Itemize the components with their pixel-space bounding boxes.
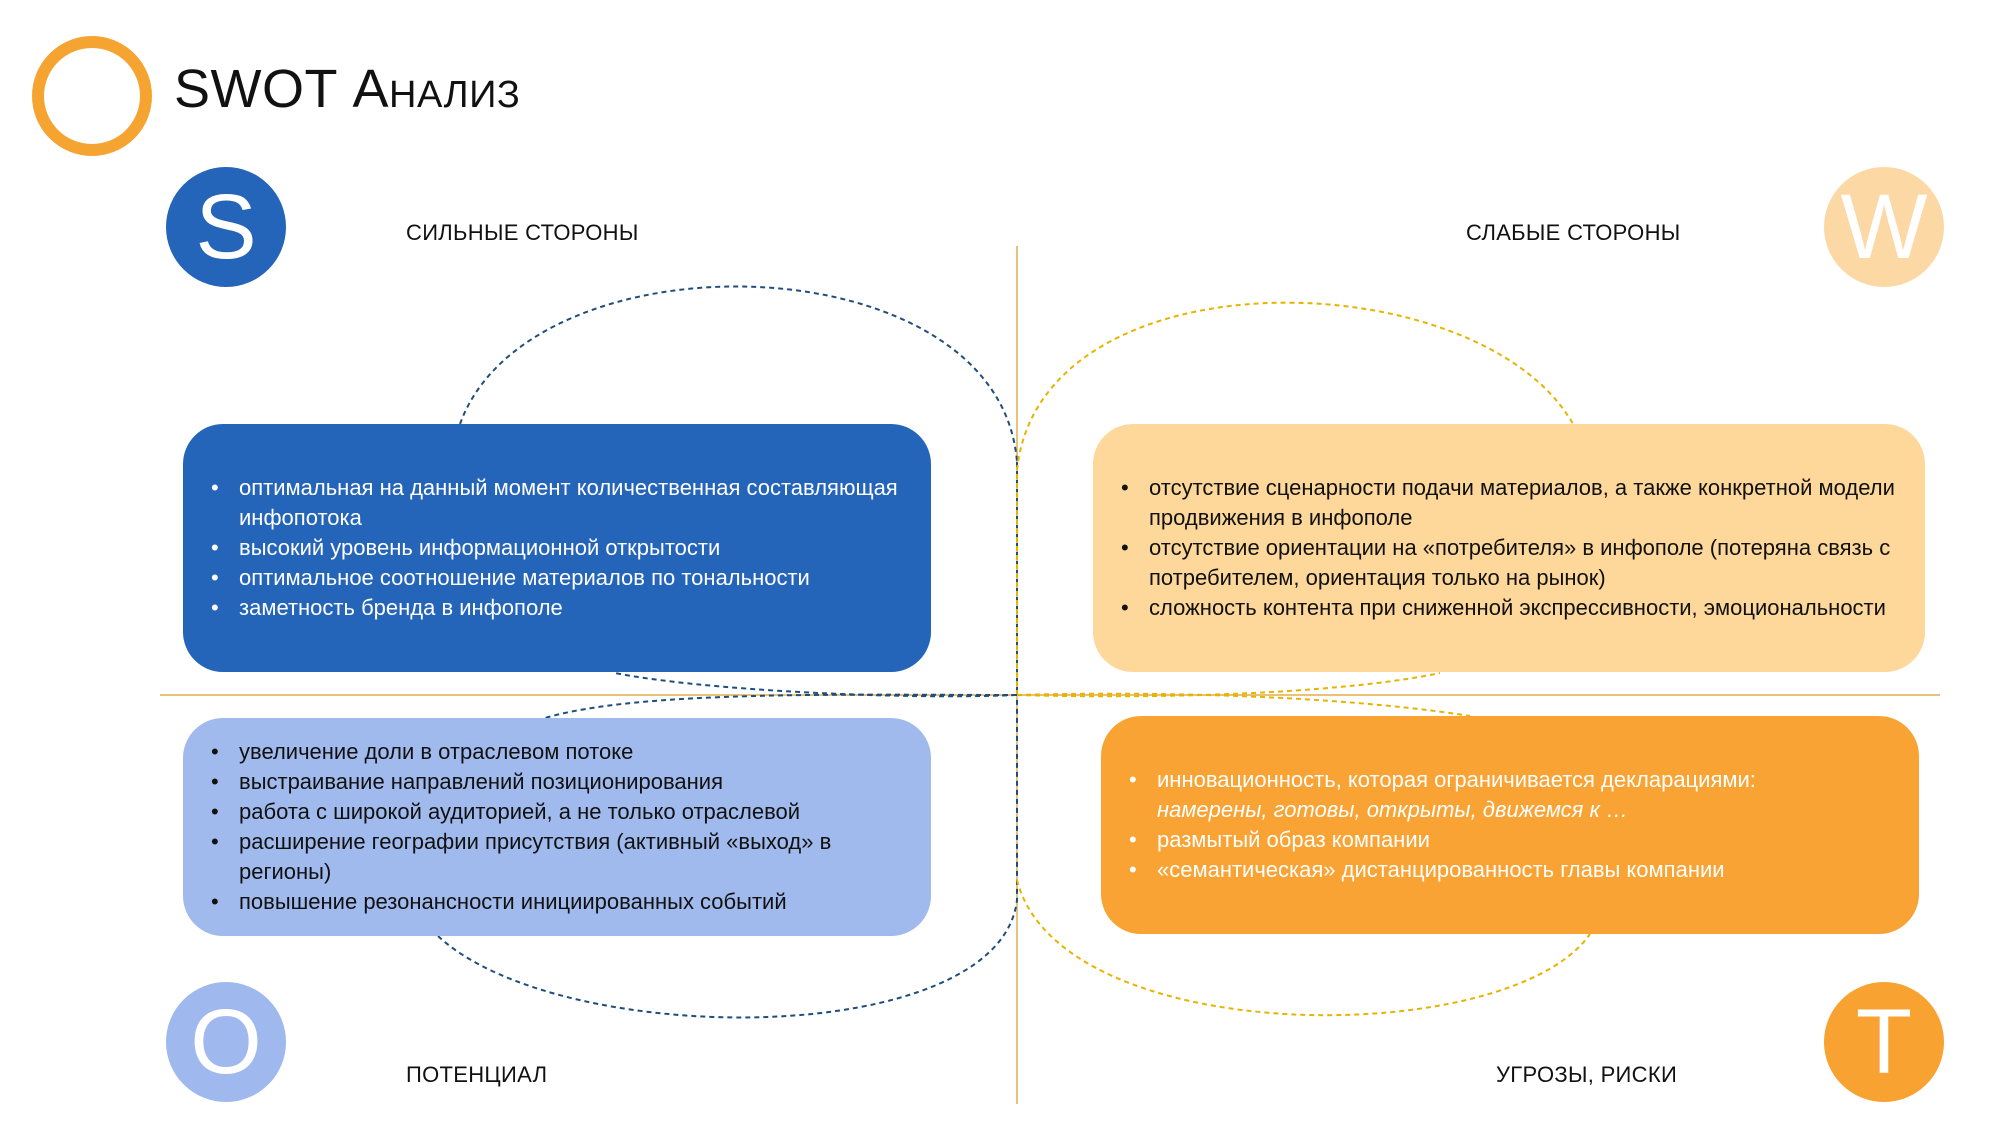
title-suffix: Анализ [352,59,521,119]
list-item: сложность контента при сниженной экспрес… [1121,593,1895,623]
threats-box: инновационность, которая ограничивается … [1101,716,1919,934]
weaknesses-arc [1016,301,1574,698]
opportunities-box: увеличение доли в отраслевом потоке выст… [183,718,931,936]
opportunities-badge: O [166,982,286,1102]
list-item: размытый образ компании [1129,825,1756,855]
list-item: работа с широкой аудиторией, а не только… [211,797,901,827]
list-item: увеличение доли в отраслевом потоке [211,737,901,767]
list-item: выстраивание направлений позиционировани… [211,767,901,797]
threats-list: инновационность, которая ограничивается … [1101,765,1786,885]
list-item: высокий уровень информационной открытост… [211,533,901,563]
opportunities-list: увеличение доли в отраслевом потоке выст… [183,737,931,917]
list-item: отсутствие ориентации на «потребителя» в… [1121,533,1895,593]
list-item: повышение резонансности инициированных с… [211,887,901,917]
strengths-box: оптимальная на данный момент количествен… [183,424,931,672]
threat-italic-note: намерены, готовы, открыты, движемся к … [1157,797,1629,822]
opportunities-arc [437,693,1018,1019]
weaknesses-title: СЛАБЫЕ СТОРОНЫ [1466,220,1681,245]
list-item: оптимальная на данный момент количествен… [211,473,901,533]
threats-arc [1016,692,1591,1017]
strengths-arc [459,285,1018,698]
list-item: инновационность, которая ограничивается … [1129,765,1756,825]
weaknesses-list: отсутствие сценарности подачи материалов… [1093,473,1925,623]
strengths-title: СИЛЬНЫЕ СТОРОНЫ [406,220,639,245]
weaknesses-badge: W [1824,167,1944,287]
list-item: расширение географии присутствия (активн… [211,827,901,887]
list-item: оптимальное соотношение материалов по то… [211,563,901,593]
list-item: «семантическая» дистанцированность главы… [1129,855,1756,885]
title-prefix: SWOT [174,59,337,119]
list-item: отсутствие сценарности подачи материалов… [1121,473,1895,533]
strengths-badge: S [166,167,286,287]
page-title: SWOT Анализ [174,58,520,120]
threat-text: инновационность, которая ограничивается … [1157,767,1756,792]
strengths-list: оптимальная на данный момент количествен… [183,473,931,623]
list-item: заметность бренда в инфополе [211,593,901,623]
weaknesses-box: отсутствие сценарности подачи материалов… [1093,424,1925,672]
threats-badge: T [1824,982,1944,1102]
threats-title: УГРОЗЫ, РИСКИ [1496,1062,1678,1087]
opportunities-title: ПОТЕНЦИАЛ [406,1062,548,1087]
